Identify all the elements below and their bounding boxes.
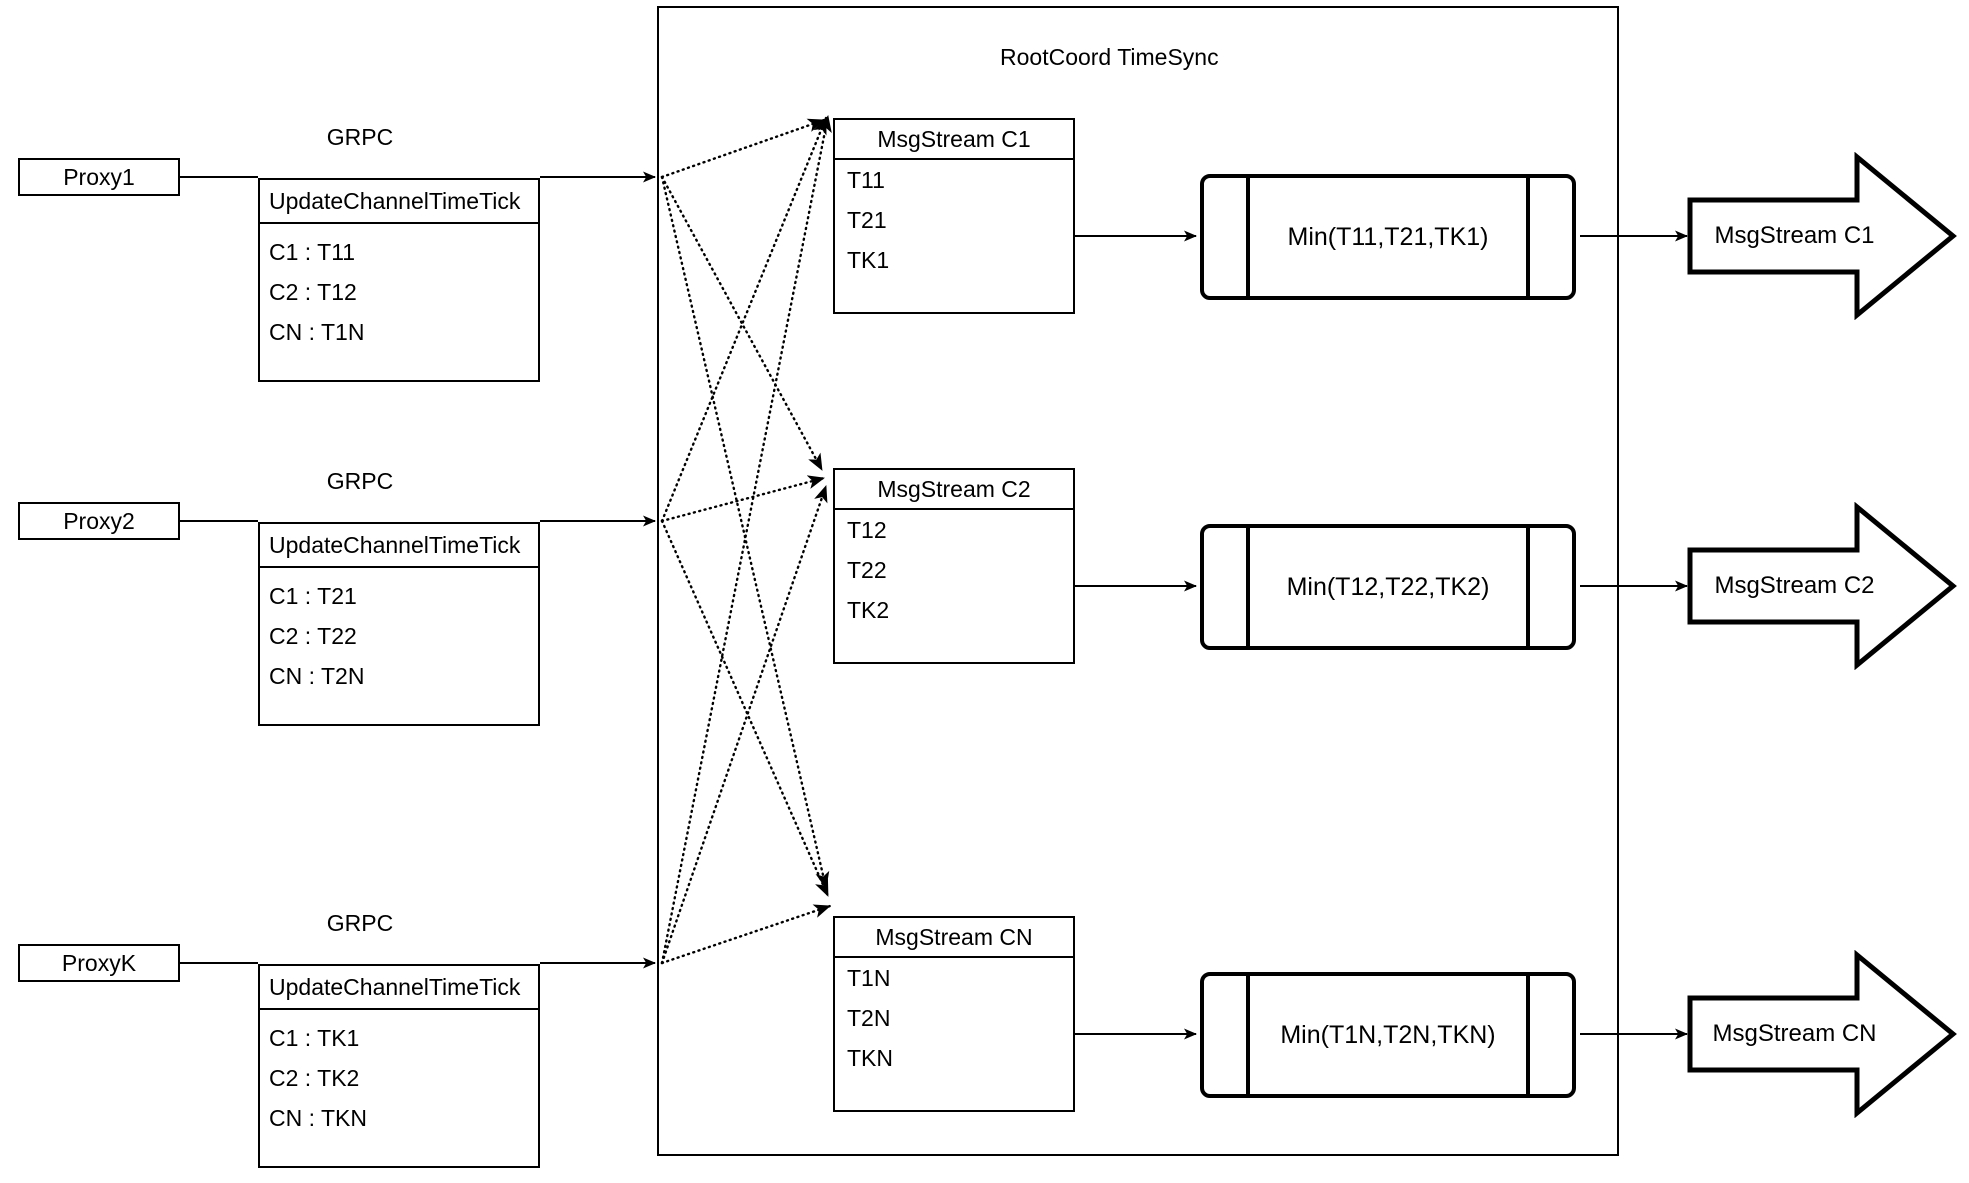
msgstream-table-row: T2N	[847, 1004, 891, 1031]
output-block-arrow-1: MsgStream C1	[1687, 152, 1957, 320]
msgstream-table-row: T22	[847, 556, 887, 583]
grpc-arrow-group	[540, 171, 656, 969]
tick-table-row: C2 : T12	[269, 278, 357, 305]
grpc-label-1: GRPC	[326, 124, 394, 150]
rootcoord-timesync-container	[657, 6, 1619, 1156]
msgstream-table-row: T21	[847, 206, 887, 233]
output-block-arrow-label: MsgStream C1	[1714, 222, 1875, 249]
output-block-arrow-2: MsgStream C2	[1687, 502, 1957, 670]
tick-table-row: C1 : T11	[269, 238, 356, 265]
proxy-box-3[interactable]: ProxyK	[18, 944, 180, 982]
msgstream-table-header: MsgStream C2	[835, 470, 1073, 510]
tick-table-row: CN : TKN	[269, 1104, 367, 1131]
proxy-label: Proxy2	[63, 507, 135, 534]
min-process-box-3: Min(T1N,T2N,TKN)	[1200, 972, 1576, 1098]
proxy-label: Proxy1	[63, 163, 135, 190]
proxy-box-1[interactable]: Proxy1	[18, 158, 180, 196]
msgstream-table-row: T11	[847, 166, 885, 193]
proxy-to-tick-connector-group	[178, 176, 258, 964]
msgstream-table-header: MsgStream C1	[835, 120, 1073, 160]
proxy-label: ProxyK	[61, 949, 137, 976]
output-block-arrow-label: MsgStream C2	[1714, 572, 1875, 599]
tick-table-row: CN : T1N	[269, 318, 365, 345]
tick-table-body: C1 : T21 C2 : T22 CN : T2N	[260, 576, 538, 696]
msgstream-table-2: MsgStream C2 T12 T22 TK2	[833, 468, 1075, 664]
msgstream-table-3: MsgStream CN T1N T2N TKN	[833, 916, 1075, 1112]
msgstream-table-1: MsgStream C1 T11 T21 TK1	[833, 118, 1075, 314]
msgstream-table-row: T12	[847, 516, 887, 543]
update-channel-timetick-table-3: UpdateChannelTimeTick C1 : TK1 C2 : TK2 …	[258, 964, 540, 1168]
tick-table-body: C1 : TK1 C2 : TK2 CN : TKN	[260, 1018, 538, 1138]
grpc-label-2: GRPC	[326, 468, 394, 494]
tick-table-row: C1 : T21	[269, 582, 357, 609]
tick-table-row: C2 : T22	[269, 622, 357, 649]
tick-table-row: C1 : TK1	[269, 1024, 360, 1051]
update-channel-timetick-table-2: UpdateChannelTimeTick C1 : T21 C2 : T22 …	[258, 522, 540, 726]
tick-table-header: UpdateChannelTimeTick	[260, 180, 538, 224]
output-block-arrow-label: MsgStream CN	[1712, 1020, 1877, 1047]
msgstream-table-row: T1N	[847, 964, 891, 991]
output-block-arrow-3: MsgStream CN	[1687, 950, 1957, 1118]
msgstream-table-row: TK1	[847, 246, 890, 273]
tick-table-header: UpdateChannelTimeTick	[260, 524, 538, 568]
proxy-box-2[interactable]: Proxy2	[18, 502, 180, 540]
msgstream-table-row: TK2	[847, 596, 890, 623]
min-process-box-1: Min(T11,T21,TK1)	[1200, 174, 1576, 300]
min-process-box-2: Min(T12,T22,TK2)	[1200, 524, 1576, 650]
min-process-label: Min(T12,T22,TK2)	[1286, 572, 1490, 601]
grpc-label-3: GRPC	[326, 910, 394, 936]
msgstream-table-header: MsgStream CN	[835, 918, 1073, 958]
tick-table-body: C1 : T11 C2 : T12 CN : T1N	[260, 232, 538, 352]
tick-table-header: UpdateChannelTimeTick	[260, 966, 538, 1010]
tick-table-row: CN : T2N	[269, 662, 365, 689]
msgstream-table-row: TKN	[847, 1044, 893, 1071]
rootcoord-timesync-title: RootCoord TimeSync	[1000, 44, 1219, 70]
update-channel-timetick-table-1: UpdateChannelTimeTick C1 : T11 C2 : T12 …	[258, 178, 540, 382]
min-process-label: Min(T1N,T2N,TKN)	[1280, 1020, 1496, 1049]
min-process-label: Min(T11,T21,TK1)	[1287, 222, 1489, 251]
tick-table-row: C2 : TK2	[269, 1064, 360, 1091]
